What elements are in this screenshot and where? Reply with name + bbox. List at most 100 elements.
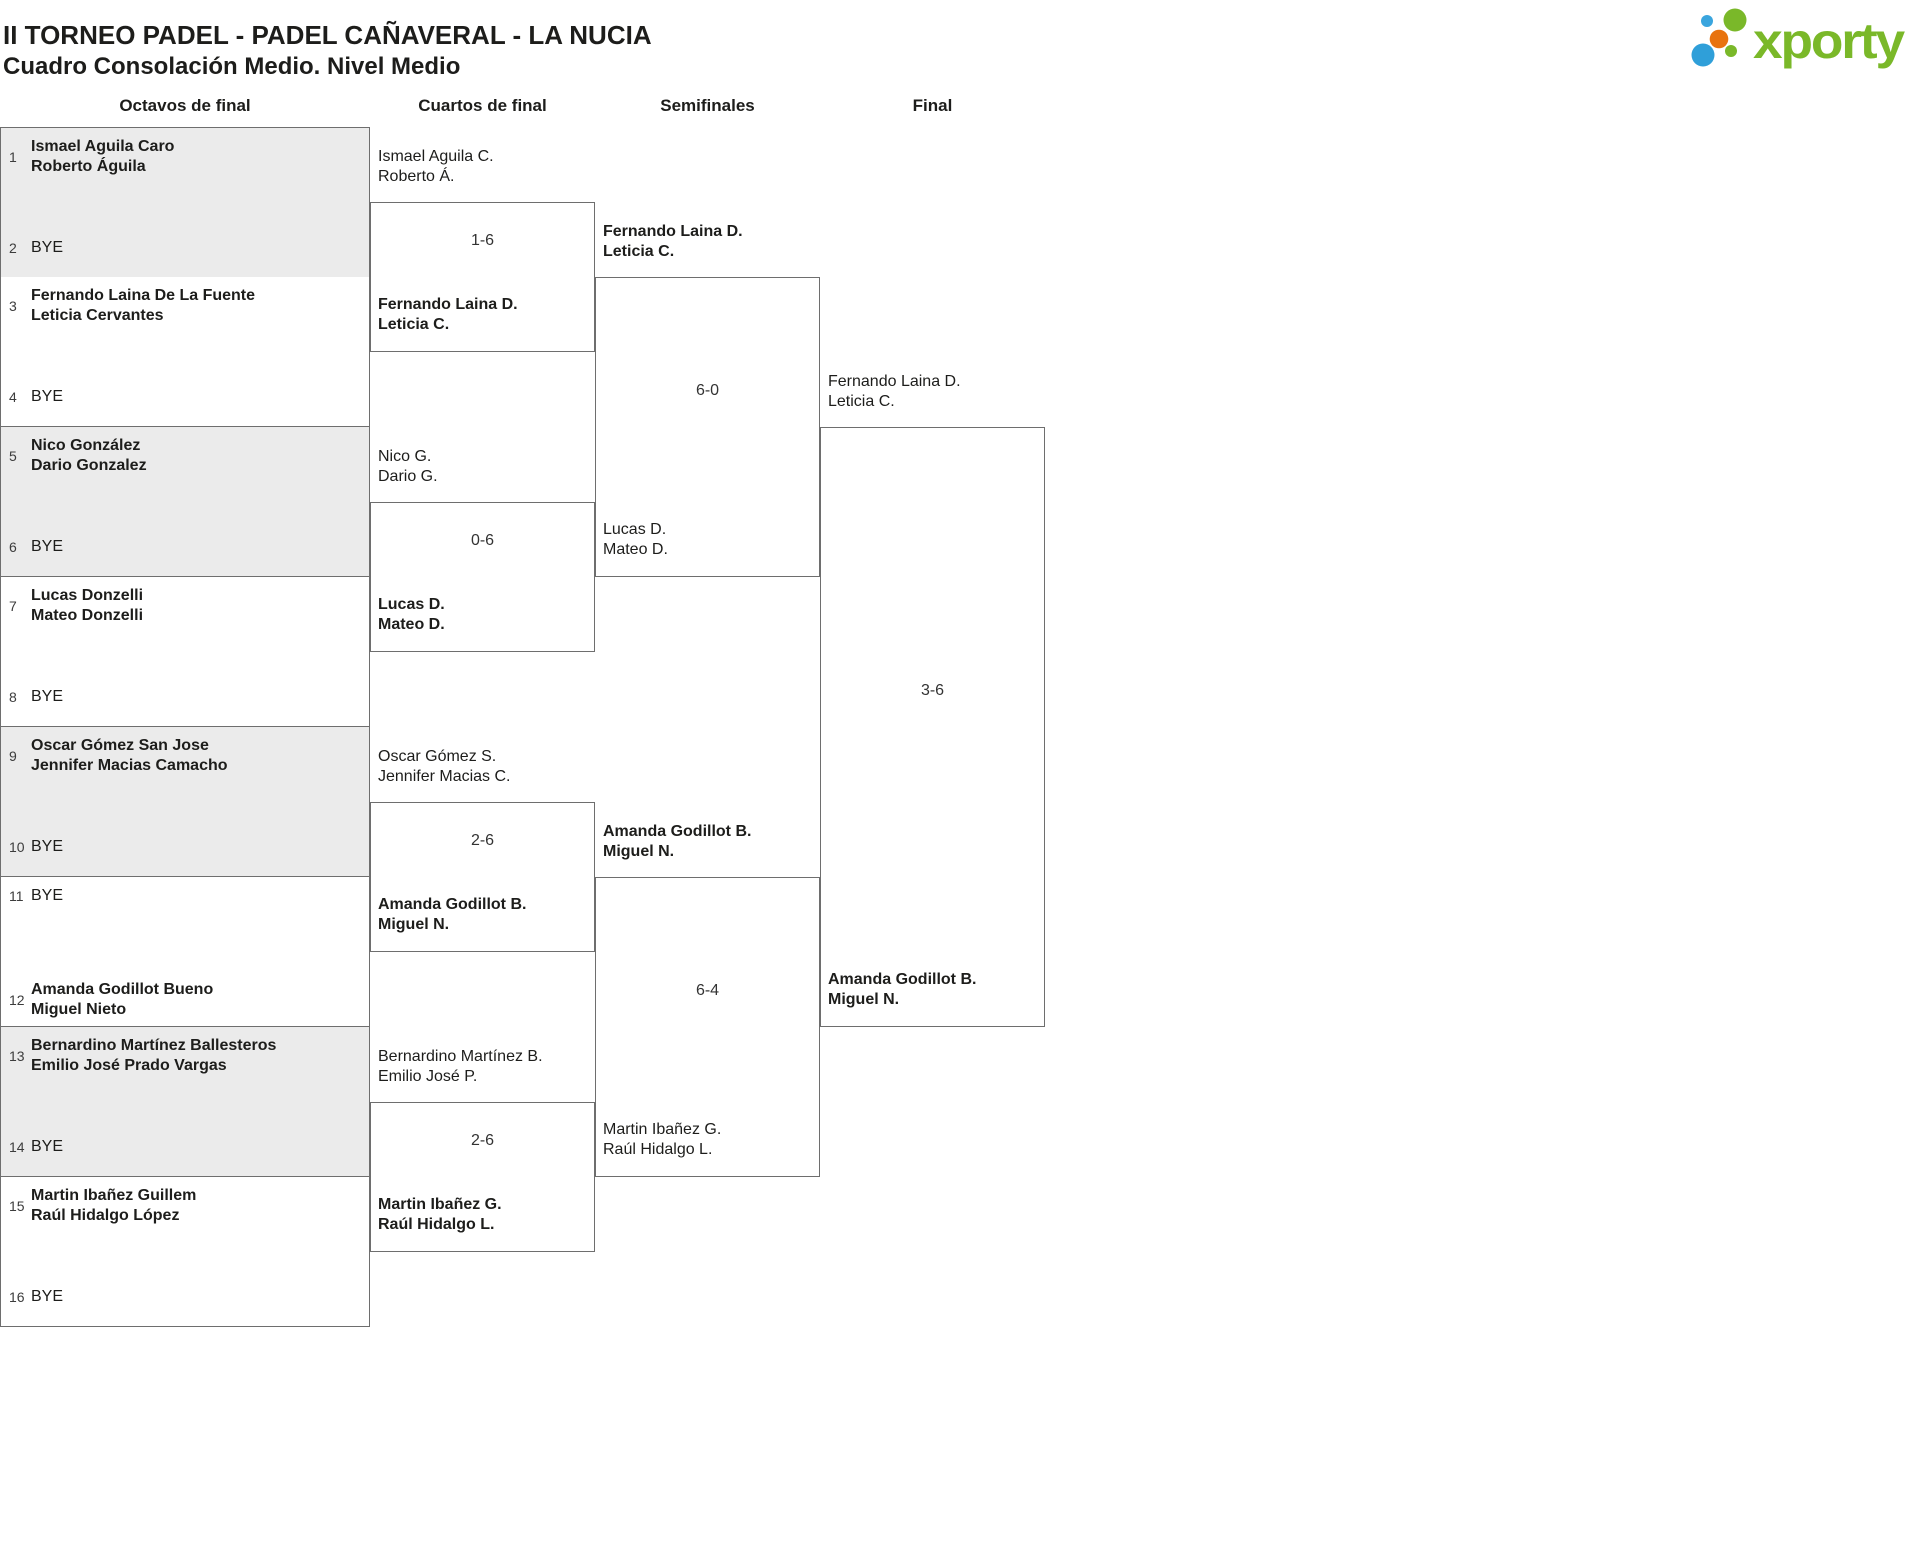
team-name: Dario G. [378, 468, 438, 485]
bye-label: BYE [31, 1138, 64, 1155]
bye-label: BYE [31, 239, 64, 256]
bye-label: BYE [31, 887, 64, 904]
team-name: Leticia C. [378, 316, 450, 333]
seed-number: 1 [9, 149, 17, 165]
bracket-slot-seed-14: 14 BYE [9, 1137, 361, 1157]
team-name: Martin Ibañez G. [378, 1196, 502, 1213]
player-name: Raúl Hidalgo López [31, 1207, 180, 1224]
seed-number: 15 [9, 1198, 25, 1214]
bracket-slot-seed-16: 16 BYE [9, 1287, 361, 1307]
team-name: Leticia C. [603, 243, 675, 260]
team-name: Oscar Gómez S. [378, 748, 497, 765]
player-name: Emilio José Prado Vargas [31, 1057, 227, 1074]
team-label: Ismael Aguila C.Roberto Á. [378, 147, 494, 187]
bracket-slot-seed-8: 8 BYE [9, 687, 361, 707]
bye-label: BYE [31, 838, 64, 855]
team-label: Lucas D. Mateo D. [603, 520, 668, 560]
seed-number: 6 [9, 539, 17, 555]
bracket-slot-seed-11: 11 BYE [9, 886, 361, 906]
team-name: Raúl Hidalgo L. [378, 1216, 495, 1233]
match-score: 2-6 [470, 1132, 495, 1149]
team-label-winner: Amanda Godillot B.Miguel N. [378, 895, 526, 935]
xporty-logo[interactable]: xporty [1690, 5, 1910, 69]
team-label-winner: Amanda Godillot B.Miguel N. [603, 822, 751, 862]
team-label: Martin Ibañez G.Raúl Hidalgo L. [603, 1120, 721, 1160]
team-label-winner: Amanda Godillot B. Miguel N. [828, 970, 976, 1010]
seed-number: 2 [9, 240, 17, 256]
team-label: Fernando Laina D.Leticia C. [828, 372, 961, 412]
bye-label: BYE [31, 1288, 64, 1305]
team-name: Nico G. [378, 448, 432, 465]
team-name: Bernardino Martínez B. [378, 1048, 543, 1065]
team-name: Amanda Godillot B. [378, 896, 527, 913]
seed-number: 9 [9, 748, 17, 764]
round-header-final: Final [912, 96, 953, 115]
cuartos-match-2: Nico G.Dario G. 0-6 Lucas D.Mateo D. [370, 448, 595, 652]
seed-number: 12 [9, 992, 25, 1008]
team-name: Raúl Hidalgo L. [603, 1141, 713, 1158]
team-name: Lucas D. [603, 521, 667, 538]
team-name: Amanda Godillot B. [828, 971, 977, 988]
team-name: Mateo D. [603, 541, 668, 558]
bracket-slot-seed-2: 2 BYE [9, 238, 361, 258]
team-label-winner: Fernando Laina D.Leticia C. [603, 222, 743, 262]
team-name: Miguel N. [603, 843, 675, 860]
seed-number: 3 [9, 298, 17, 314]
player-name: Bernardino Martínez Ballesteros [31, 1037, 277, 1054]
round-header-cuartos: Cuartos de final [418, 96, 547, 115]
match-score: 1-6 [470, 232, 495, 249]
player-name: Mateo Donzelli [31, 607, 144, 624]
team-label: Bernardino Martínez B. Emilio José P. [378, 1047, 543, 1087]
player-name: Dario Gonzalez [31, 457, 147, 474]
team-name: Miguel N. [828, 991, 900, 1008]
player-name: Fernando Laina De La Fuente [31, 287, 256, 304]
match-score: 6-0 [695, 382, 720, 399]
round-header-semifinales: Semifinales [660, 96, 755, 115]
player-name: Jennifer Macias Camacho [31, 757, 228, 774]
team-name: Mateo D. [378, 616, 445, 633]
team-label: Oscar Gómez S. Jennifer Macias C. [378, 747, 511, 787]
bracket-slot-seed-6: 6 BYE [9, 537, 361, 557]
match-score: 2-6 [470, 832, 495, 849]
team-name: Fernando Laina D. [378, 296, 518, 313]
team-name: Leticia C. [828, 393, 895, 410]
seed-number: 10 [9, 839, 25, 855]
bracket-slot-seed-10: 10 BYE [9, 837, 361, 857]
player-name: Nico González [31, 437, 141, 454]
semifinal-match-2: Amanda Godillot B.Miguel N. 6-4 Martin I… [595, 823, 820, 1177]
player-name: Miguel Nieto [31, 1001, 127, 1018]
seed-number: 5 [9, 448, 17, 464]
team-name: Emilio José P. [378, 1068, 478, 1085]
seed-number: 16 [9, 1289, 25, 1305]
team-name: Jennifer Macias C. [378, 768, 511, 785]
bracket-slot-seed-4: 4 BYE [9, 387, 361, 407]
bye-label: BYE [31, 388, 64, 405]
cuartos-match-3: Oscar Gómez S. Jennifer Macias C. 2-6 Ama… [370, 748, 595, 952]
semifinal-match-1: Fernando Laina D.Leticia C. 6-0 Lucas D.… [595, 223, 820, 577]
page-title: II TORNEO PADEL - PADEL CAÑAVERAL - LA N… [3, 20, 652, 51]
player-name: Oscar Gómez San Jose [31, 737, 209, 754]
bye-label: BYE [31, 538, 64, 555]
team-label-winner: Fernando Laina D. Leticia C. [378, 295, 518, 335]
cuartos-match-1: Ismael Aguila C.Roberto Á. 1-6 Fernando … [370, 148, 595, 352]
player-name: Martin Ibañez Guillem [31, 1187, 197, 1204]
match-score: 3-6 [920, 682, 945, 699]
seed-number: 13 [9, 1048, 25, 1064]
match-score: 0-6 [470, 532, 495, 549]
player-name: Lucas Donzelli [31, 587, 144, 604]
seed-number: 4 [9, 389, 17, 405]
